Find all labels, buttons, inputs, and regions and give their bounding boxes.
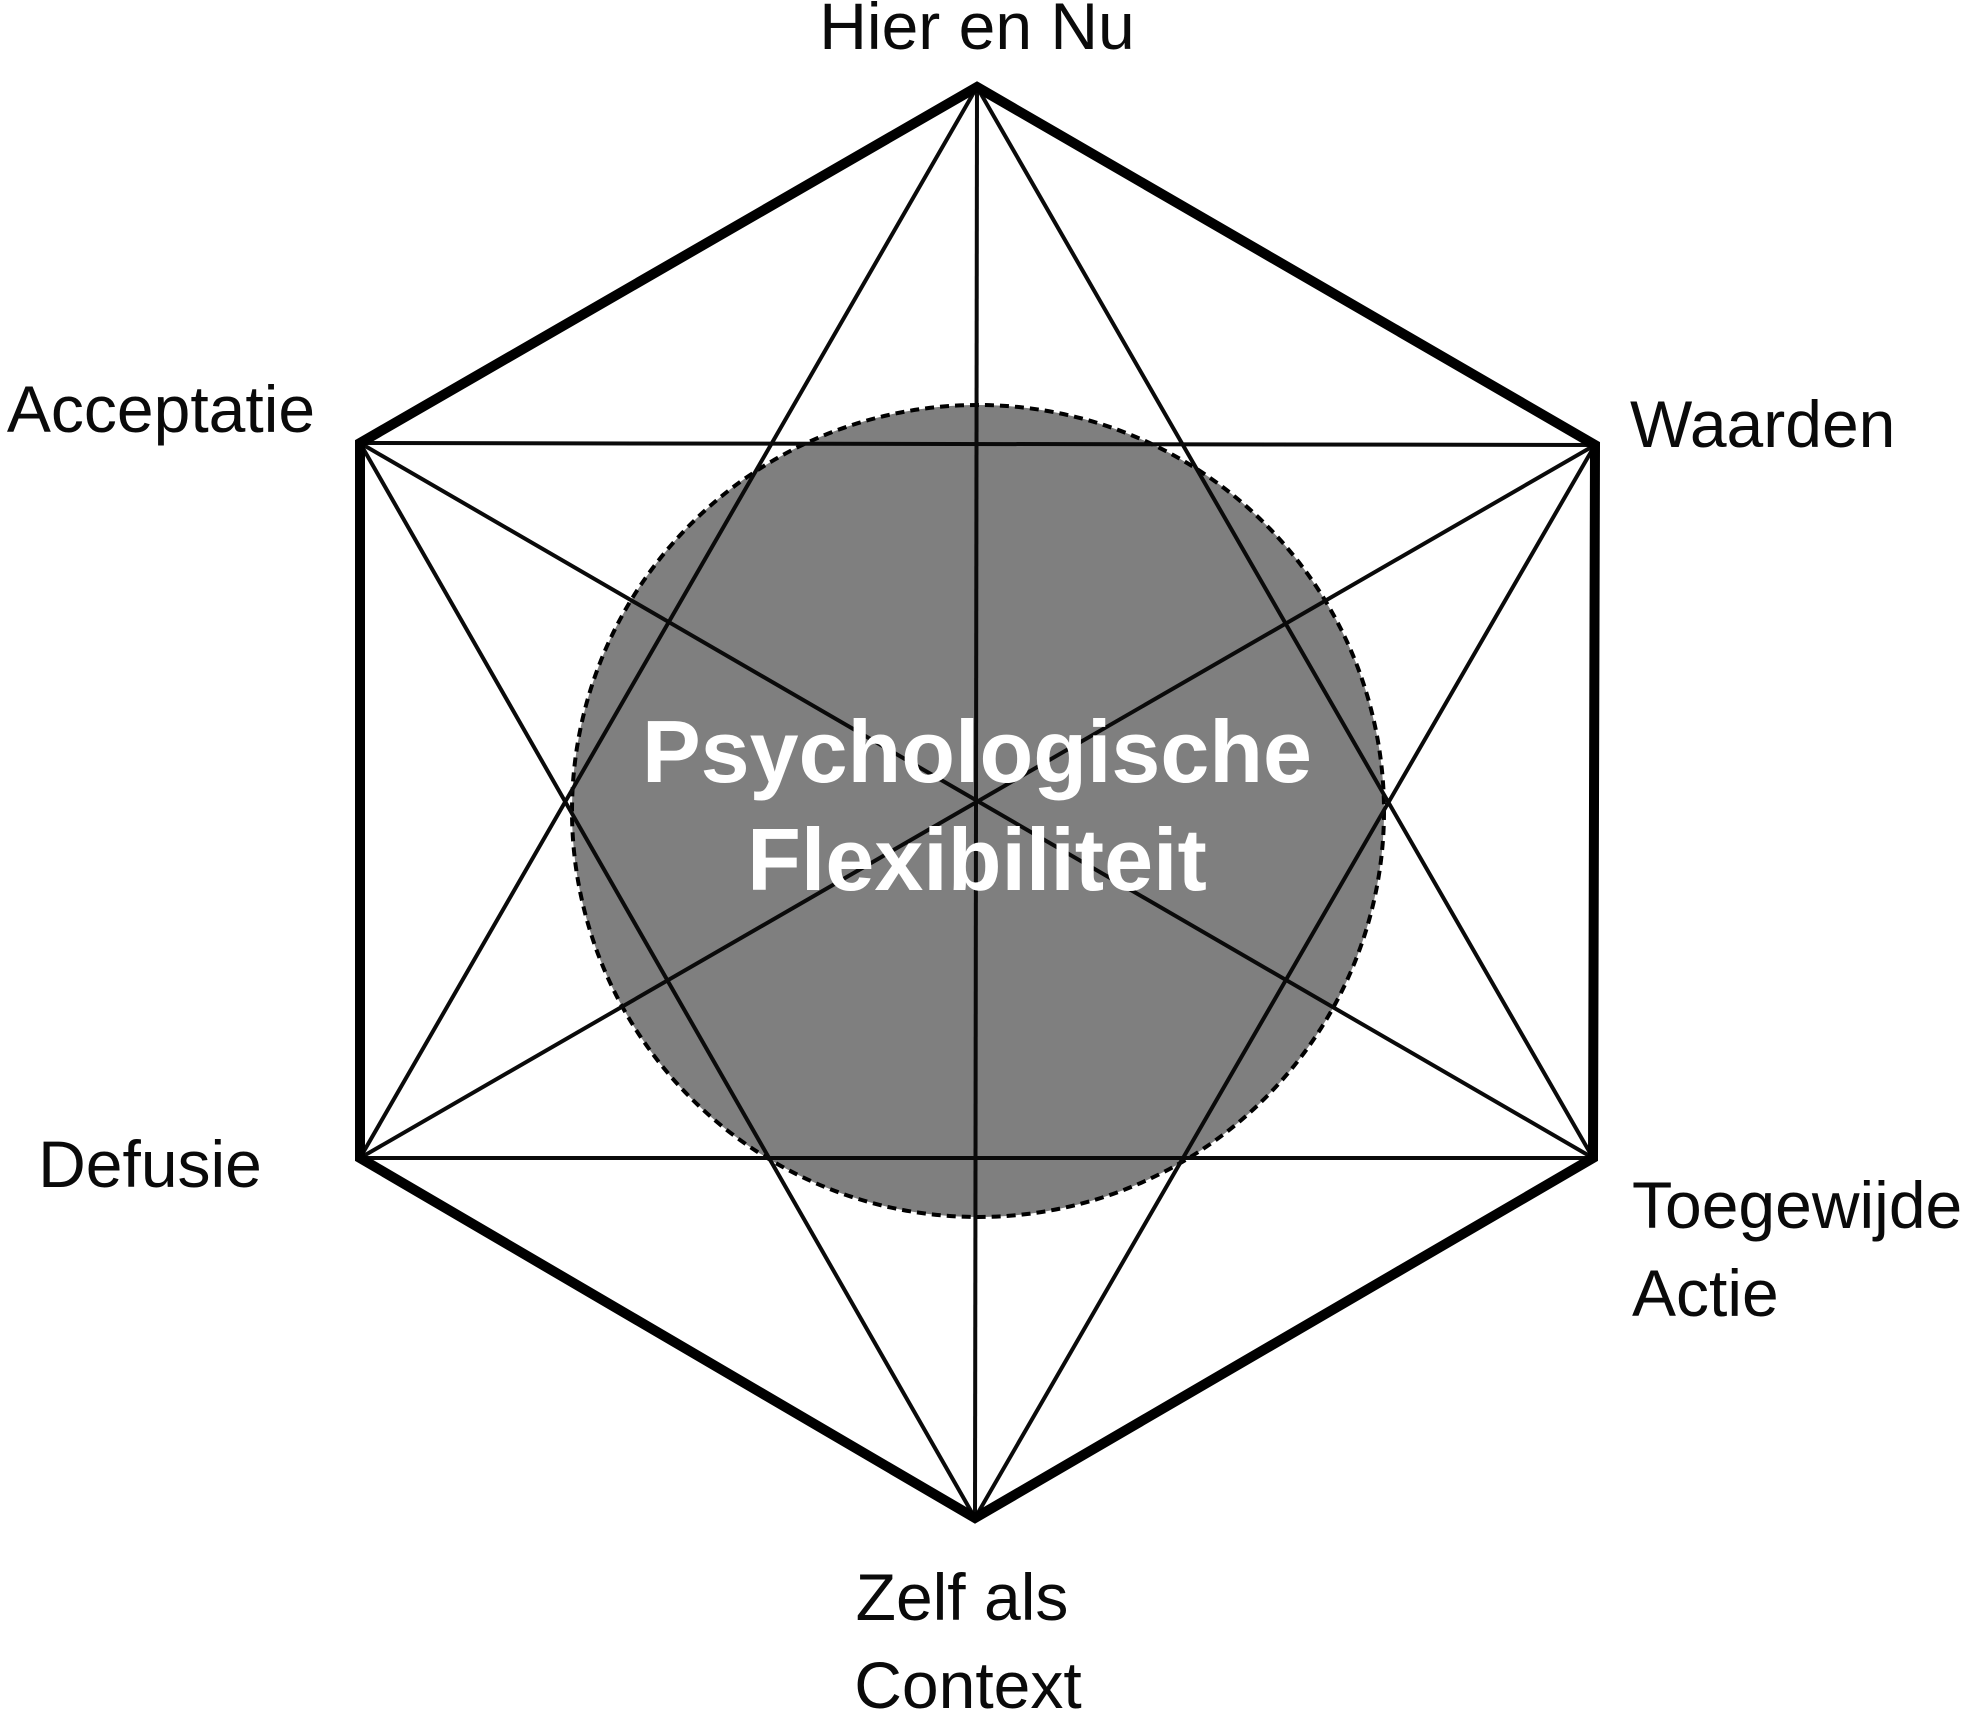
node-label-waarden: Waarden (1630, 387, 1895, 461)
center-label-line2: Flexibiliteit (747, 810, 1207, 909)
hexagon-outline (355, 81, 1601, 1524)
node-label-toegewijde: Toegewijde (1632, 1168, 1962, 1242)
connection-lines (358, 86, 1597, 1520)
node-label-defusie: Defusie (38, 1127, 262, 1201)
node-label-zelf-als: Zelf als (856, 1560, 1069, 1634)
node-label-acceptatie: Acceptatie (7, 372, 315, 446)
node-label-context: Context (854, 1648, 1081, 1711)
node-label-actie: Actie (1632, 1256, 1779, 1330)
chord-upperleft-lowerright (358, 441, 1595, 1160)
node-label-hier-en-nu: Hier en Nu (819, 0, 1134, 63)
center-label-line1: Psychologische (642, 702, 1312, 801)
